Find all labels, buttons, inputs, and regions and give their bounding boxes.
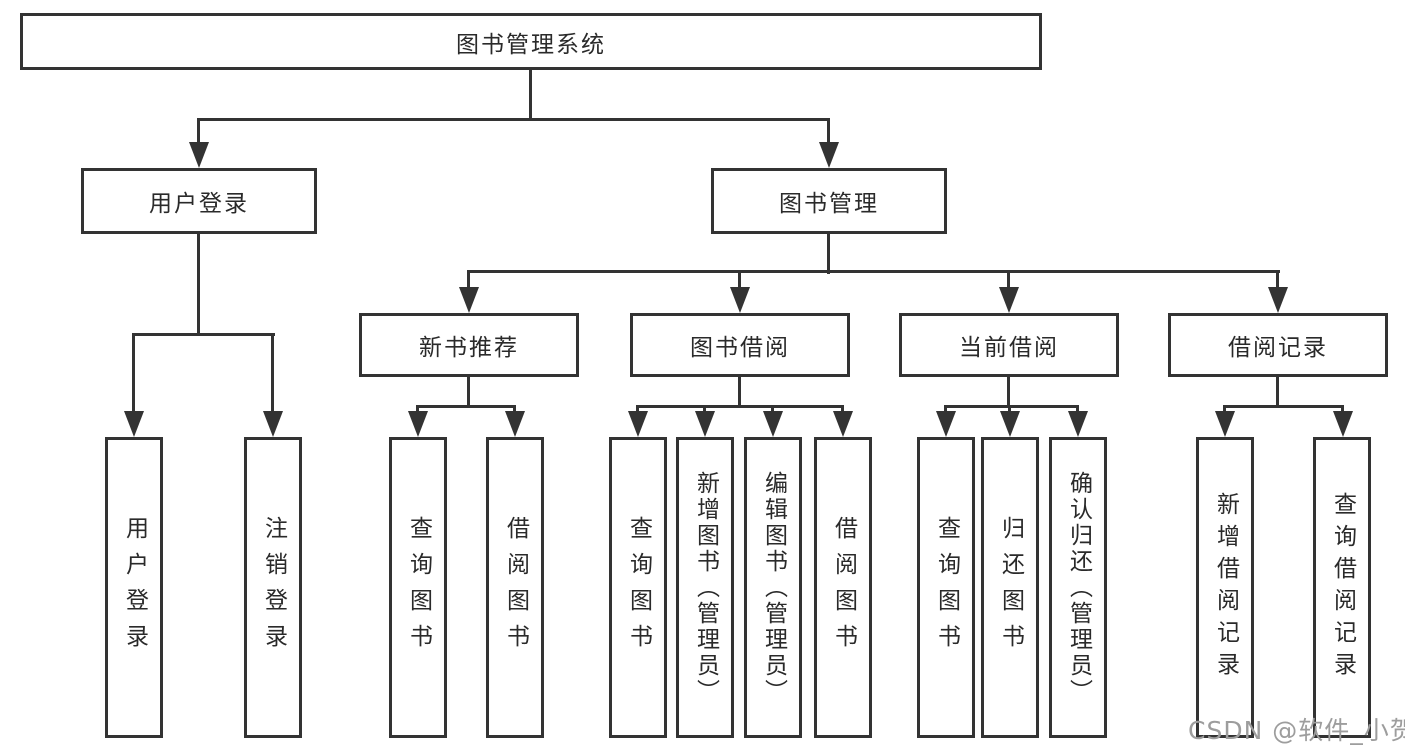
arrowhead-current-confirm-return <box>1068 411 1088 437</box>
leaf-rec-borrow-books: 借阅图书 <box>486 437 544 738</box>
leaf-records-query-record: 查询借阅记录 <box>1313 437 1371 738</box>
connector-records-vline <box>1276 377 1279 408</box>
connector-new-book-recommend-line <box>467 270 470 290</box>
node-root: 图书管理系统 <box>20 13 1042 70</box>
connector-borrow-borrow-line <box>841 405 844 413</box>
node-current-borrowing-label: 当前借阅 <box>959 335 1059 361</box>
node-new-book-recommend-label: 新书推荐 <box>419 335 519 361</box>
leaf-borrow-borrow-books-label: 借阅图书 <box>830 515 857 660</box>
connector-borrow-edit-line <box>771 405 774 413</box>
arrowhead-current-query-books <box>936 411 956 437</box>
arrowhead-borrow-borrow-books <box>833 411 853 437</box>
connector-rec-query-line <box>416 405 419 413</box>
arrowhead-borrow-query-books <box>628 411 648 437</box>
connector-records-query-line <box>1341 405 1344 413</box>
connector-current-query-line <box>944 405 947 413</box>
leaf-borrow-add-books: 新增图书（管理员） <box>676 437 734 738</box>
connector-book-management-vline <box>827 234 830 274</box>
arrowhead-borrowing-records <box>1268 287 1288 313</box>
connector-current-vline <box>1007 377 1010 408</box>
leaf-records-add-record-label: 新增借阅记录 <box>1212 491 1239 684</box>
leaf-current-confirm-return-label: 确认归还（管理员） <box>1065 470 1092 705</box>
connector-rec-borrow-line <box>513 405 516 413</box>
arrowhead-rec-borrow-books <box>505 411 525 437</box>
leaf-borrow-edit-books: 编辑图书（管理员） <box>744 437 802 738</box>
connector-recommend-children-hline <box>418 405 516 408</box>
connector-borrow-query-line <box>636 405 639 413</box>
arrowhead-user-login <box>189 142 209 168</box>
leaf-records-add-record: 新增借阅记录 <box>1196 437 1254 738</box>
connector-user-login-line <box>197 118 200 148</box>
leaf-rec-query-books: 查询图书 <box>389 437 447 738</box>
arrowhead-book-management <box>819 142 839 168</box>
leaf-current-return-books-label: 归还图书 <box>997 515 1024 660</box>
connector-records-children-hline <box>1224 405 1344 408</box>
leaf-current-query-books: 查询图书 <box>917 437 975 738</box>
node-user-login: 用户登录 <box>81 168 317 234</box>
connector-borrowing-children-hline <box>638 405 844 408</box>
leaf-records-query-record-label: 查询借阅记录 <box>1329 491 1356 684</box>
node-book-borrowing: 图书借阅 <box>630 313 850 377</box>
leaf-current-return-books: 归还图书 <box>981 437 1039 738</box>
connector-current-children-hline <box>945 405 1079 408</box>
node-user-login-label: 用户登录 <box>149 191 249 217</box>
connector-records-add-line <box>1223 405 1226 413</box>
leaf-current-query-books-label: 查询图书 <box>933 515 960 660</box>
connector-level3-hline <box>469 270 1280 273</box>
arrowhead-borrow-edit-books <box>763 411 783 437</box>
arrowhead-new-book-recommend <box>459 287 479 313</box>
leaf-borrow-add-books-label: 新增图书（管理员） <box>692 470 719 705</box>
connector-current-borrowing-line <box>1007 270 1010 290</box>
connector-borrow-add-line <box>703 405 706 413</box>
leaf-borrow-borrow-books: 借阅图书 <box>814 437 872 738</box>
arrowhead-leaf-logout <box>263 411 283 437</box>
connector-book-management-line <box>827 118 830 148</box>
leaf-borrow-edit-books-label: 编辑图书（管理员） <box>760 470 787 705</box>
leaf-user-login: 用户登录 <box>105 437 163 738</box>
arrowhead-records-query-record <box>1333 411 1353 437</box>
arrowhead-records-add-record <box>1215 411 1235 437</box>
leaf-borrow-query-books-label: 查询图书 <box>625 515 652 660</box>
node-borrowing-records: 借阅记录 <box>1168 313 1388 377</box>
arrowhead-book-borrowing <box>730 287 750 313</box>
node-root-label: 图书管理系统 <box>456 31 606 58</box>
connector-recommend-vline <box>467 377 470 408</box>
connector-borrowing-vline <box>738 377 741 408</box>
arrowhead-rec-query-books <box>408 411 428 437</box>
connector-user-login-children-hline <box>134 333 275 336</box>
leaf-rec-borrow-books-label: 借阅图书 <box>502 515 529 660</box>
connector-leaf-logout-line <box>271 333 274 413</box>
connector-book-borrowing-line <box>738 270 741 290</box>
connector-root-vline <box>529 70 532 120</box>
connector-current-return-line <box>1008 405 1011 413</box>
connector-borrowing-records-line <box>1276 270 1279 290</box>
node-book-management: 图书管理 <box>711 168 947 234</box>
leaf-logout-label: 注销登录 <box>260 515 287 660</box>
leaf-rec-query-books-label: 查询图书 <box>405 515 432 660</box>
connector-user-login-vline <box>197 234 200 336</box>
node-book-management-label: 图书管理 <box>779 191 879 217</box>
node-new-book-recommend: 新书推荐 <box>359 313 579 377</box>
node-book-borrowing-label: 图书借阅 <box>690 335 790 361</box>
connector-level2-hline <box>199 118 830 121</box>
arrowhead-current-borrowing <box>999 287 1019 313</box>
arrowhead-borrow-add-books <box>695 411 715 437</box>
connector-current-confirm-line <box>1076 405 1079 413</box>
leaf-current-confirm-return: 确认归还（管理员） <box>1049 437 1107 738</box>
leaf-logout: 注销登录 <box>244 437 302 738</box>
watermark: CSDN @软件_小贺同学 <box>1188 716 1405 745</box>
node-borrowing-records-label: 借阅记录 <box>1228 335 1328 361</box>
arrowhead-current-return-books <box>1000 411 1020 437</box>
leaf-user-login-label: 用户登录 <box>121 515 148 660</box>
node-current-borrowing: 当前借阅 <box>899 313 1119 377</box>
arrowhead-leaf-user-login <box>124 411 144 437</box>
leaf-borrow-query-books: 查询图书 <box>609 437 667 738</box>
connector-leaf-user-login-line <box>132 333 135 413</box>
